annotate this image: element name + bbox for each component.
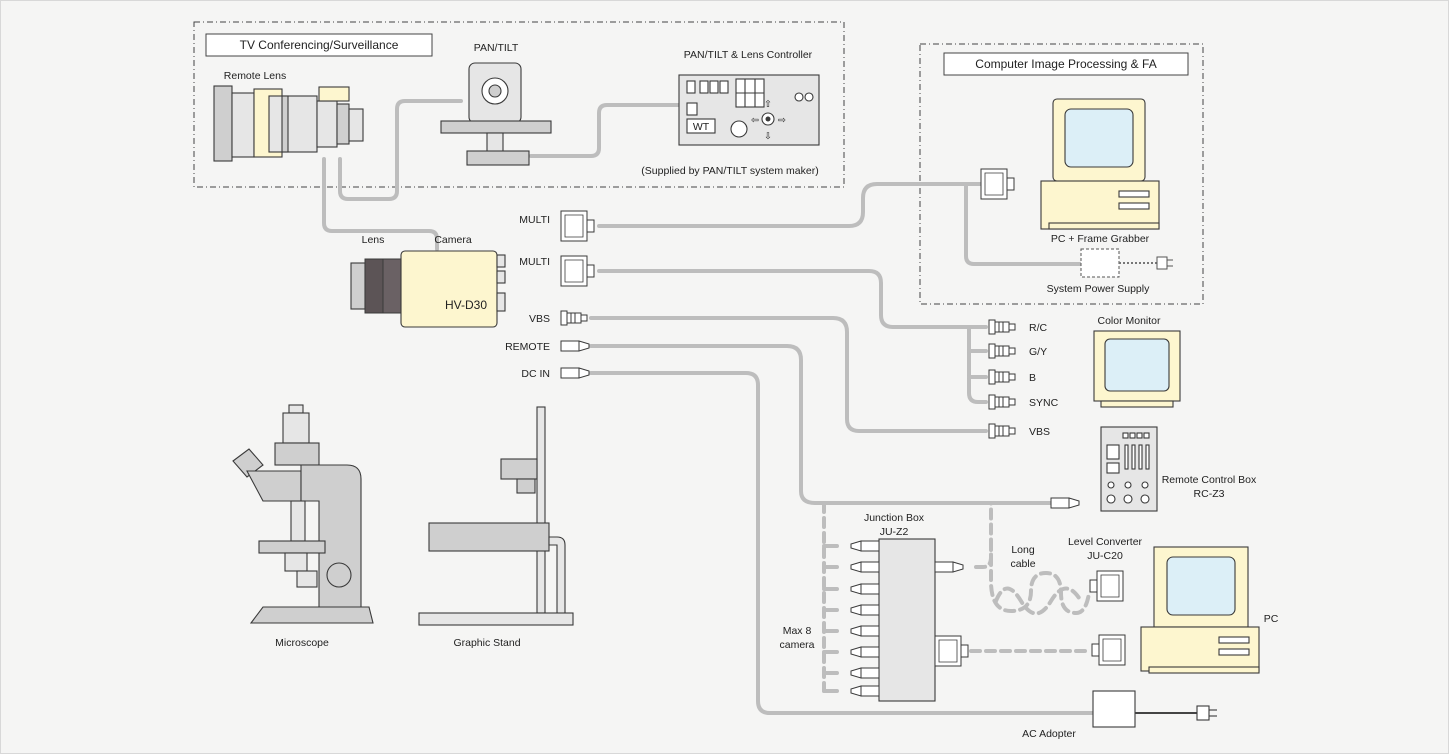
- remote-control-box-model: RC-Z3: [1194, 488, 1225, 500]
- monitor-input-gy: G/Y: [1029, 346, 1047, 358]
- pan-tilt: PAN/TILT: [440, 42, 552, 166]
- system-power-supply-label: System Power Supply: [1047, 283, 1150, 295]
- cable-monitor-bus: [967, 325, 988, 404]
- svg-text:⇨: ⇨: [778, 115, 786, 126]
- supplied-by-label: (Supplied by PAN/TILT system maker): [641, 165, 818, 177]
- cable-vbs: [589, 316, 988, 433]
- port-multi-2: MULTI: [519, 256, 550, 268]
- junction-box: Junction Box JU-Z2: [850, 512, 969, 702]
- cable-dcin: [589, 371, 1095, 715]
- tv-conferencing-title: TV Conferencing/Surveillance: [240, 38, 399, 52]
- pc-frame-grabber: PC + Frame Grabber: [980, 98, 1160, 245]
- ac-adapter: AC Adopter: [1022, 690, 1217, 740]
- svg-text:⇧: ⇧: [764, 99, 772, 110]
- tv-conferencing-group: [193, 21, 845, 188]
- monitor-input-sync: SYNC: [1029, 397, 1059, 409]
- long-cable-line1: Long: [1011, 544, 1035, 556]
- monitor-input-rc: R/C: [1029, 322, 1048, 334]
- cable-pantilt-controller: [529, 103, 681, 158]
- junction-box-model: JU-Z2: [880, 526, 909, 538]
- camera-hv-d30: Lens Camera HV-D30: [350, 234, 506, 328]
- max-cameras-line1: Max 8: [783, 625, 812, 637]
- svg-text:⇦: ⇦: [751, 115, 759, 126]
- graphic-stand: Graphic Stand: [418, 406, 574, 649]
- remote-lens-label: Remote Lens: [224, 70, 286, 82]
- port-remote: REMOTE: [505, 341, 550, 353]
- svg-text:⇩: ⇩: [764, 131, 772, 142]
- computer-image-title: Computer Image Processing & FA: [975, 57, 1156, 71]
- pc-label: PC: [1264, 613, 1279, 625]
- level-converter-label: Level Converter: [1068, 536, 1143, 548]
- max-cameras-line2: camera: [779, 639, 814, 651]
- monitor-input-vbs: VBS: [1029, 426, 1050, 438]
- remote-control-box: Remote Control Box RC-Z3: [1050, 426, 1257, 512]
- lens-label: Lens: [362, 234, 385, 246]
- color-monitor-label: Color Monitor: [1097, 315, 1161, 327]
- computer-image-title-box: [943, 52, 1189, 76]
- pc-frame-grabber-label: PC + Frame Grabber: [1051, 233, 1150, 245]
- microscope: Microscope: [232, 404, 374, 649]
- long-cable-line2: cable: [1010, 558, 1035, 570]
- cable-long-coil: [989, 539, 1091, 616]
- cable-multi-monitor: [597, 269, 988, 329]
- cables: [322, 99, 1095, 715]
- system-power-supply: System Power Supply: [1047, 248, 1173, 295]
- camera-ports: MULTI MULTI VBS REMOTE DC IN: [505, 210, 595, 380]
- port-dc-in: DC IN: [521, 368, 550, 380]
- controller-wt-label: WT: [693, 121, 710, 133]
- tv-conferencing-title-box: [205, 33, 433, 57]
- remote-control-box-label: Remote Control Box: [1162, 474, 1257, 486]
- pan-tilt-lens-controller: PAN/TILT & Lens Controller WT ⇧ ⇩ ⇦ ⇨ (S…: [641, 49, 820, 177]
- ac-adapter-label: AC Adopter: [1022, 728, 1076, 740]
- cable-multi-pc: [597, 182, 983, 228]
- junction-box-label: Junction Box: [864, 512, 925, 524]
- monitor-inputs: R/C G/Y B SYNC VBS: [988, 319, 1059, 439]
- microscope-label: Microscope: [275, 637, 329, 649]
- pc: PC: [1140, 546, 1279, 674]
- level-converter: Level Converter JU-C20: [1068, 536, 1143, 666]
- graphic-stand-label: Graphic Stand: [453, 637, 520, 649]
- camera-model-label: HV-D30: [445, 298, 487, 312]
- cable-lens-pantilt: [338, 99, 463, 201]
- color-monitor: Color Monitor: [1093, 315, 1181, 408]
- cable-junction-rc: [974, 501, 993, 569]
- remote-lens: Remote Lens: [213, 70, 364, 162]
- cable-power: [964, 182, 1083, 266]
- cable-lens-camera: [322, 157, 439, 251]
- computer-image-group: [919, 43, 1204, 305]
- camera-label: Camera: [434, 234, 472, 246]
- cable-remote: [589, 344, 1055, 505]
- port-multi-1: MULTI: [519, 214, 550, 226]
- port-vbs: VBS: [529, 313, 550, 325]
- pan-tilt-label: PAN/TILT: [474, 42, 519, 54]
- level-converter-model: JU-C20: [1087, 550, 1123, 562]
- controller-label: PAN/TILT & Lens Controller: [684, 49, 813, 61]
- monitor-input-b: B: [1029, 372, 1036, 384]
